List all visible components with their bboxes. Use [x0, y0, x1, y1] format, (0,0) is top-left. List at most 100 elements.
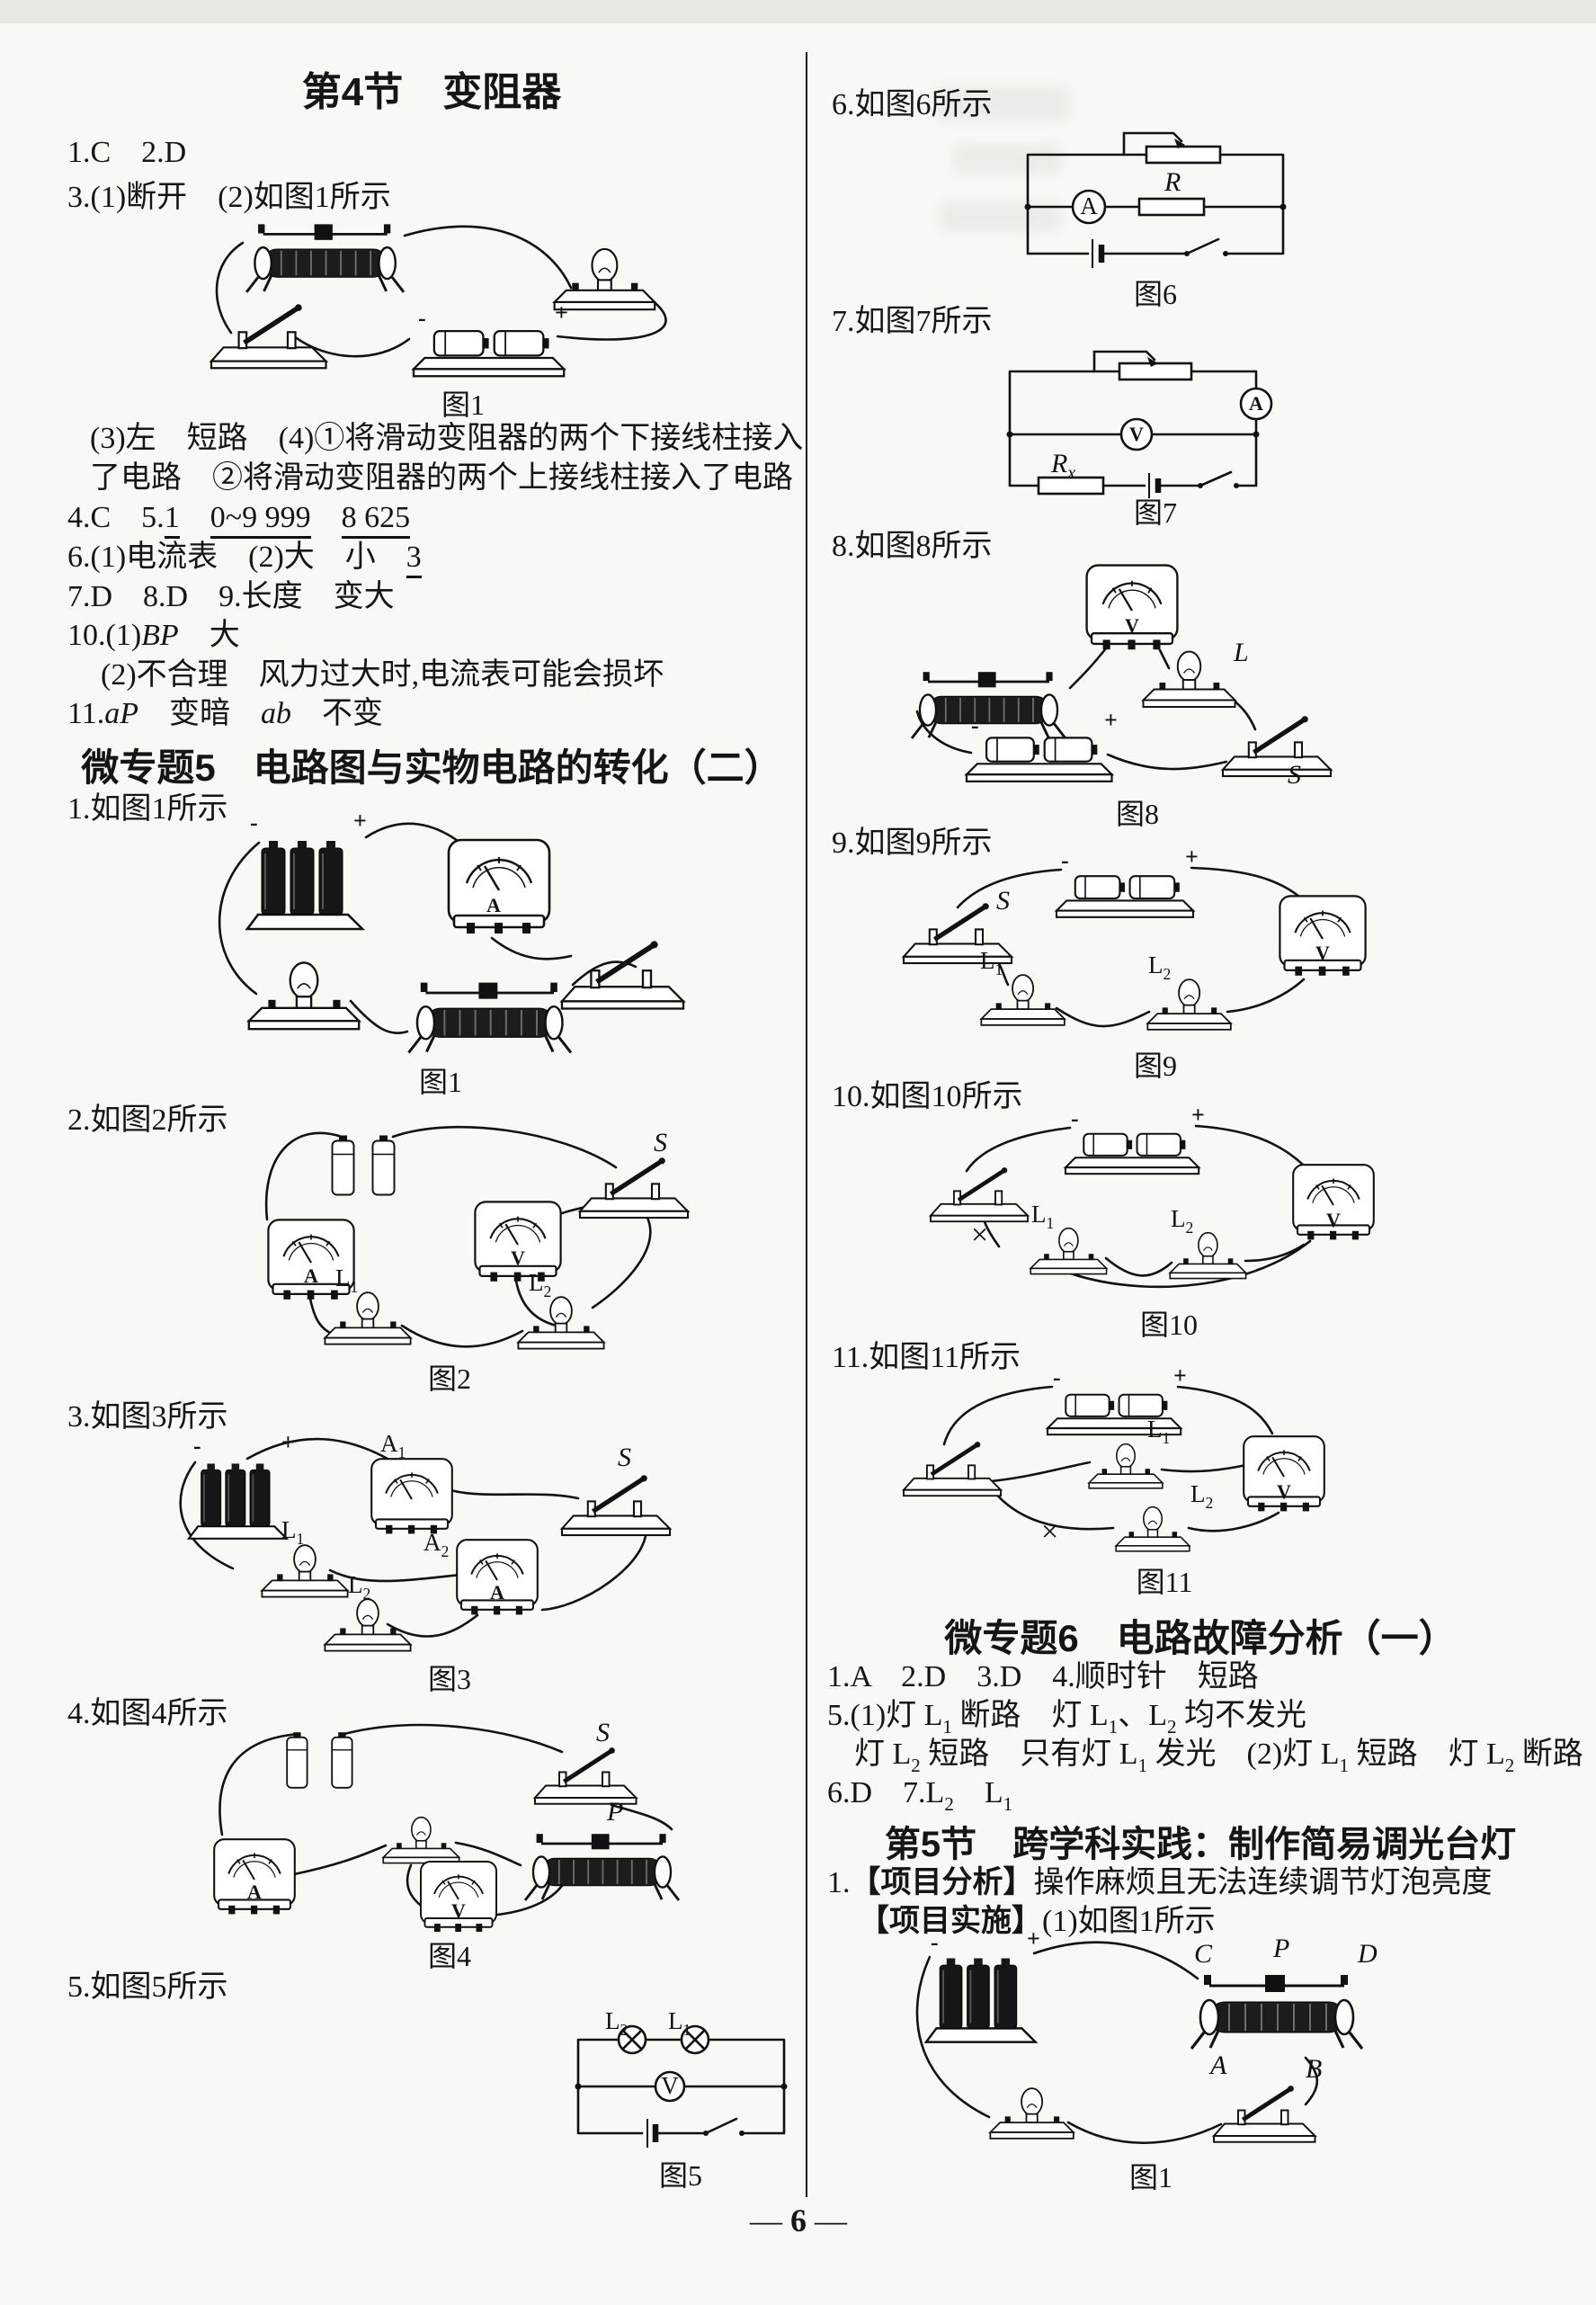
meter-label: A1: [380, 1430, 406, 1461]
lamp-icon: [1142, 650, 1236, 708]
slider-label: P: [606, 1797, 623, 1827]
lamp-icon: [1030, 1227, 1108, 1275]
figure-caption: 图10: [1139, 1309, 1199, 1341]
plus-label: +: [281, 1429, 295, 1455]
switch-icon: [580, 1157, 688, 1218]
meter-label: A2: [424, 1529, 449, 1560]
slider-label: P: [1272, 1934, 1289, 1963]
lamp-icon: [1146, 978, 1232, 1031]
plus-label: +: [353, 808, 367, 834]
lamp-icon: [989, 2087, 1074, 2140]
figure-m5-4: S P A V: [213, 1718, 681, 1933]
lamp-icon: [261, 1544, 349, 1598]
figure-caption: 图1: [418, 1066, 463, 1098]
switch-icon: [562, 941, 683, 1008]
figure-caption: 图1: [1128, 2161, 1173, 2193]
switch-label: S: [654, 1128, 667, 1157]
switch-icon: [1223, 716, 1331, 776]
lamp-label: L2: [605, 2007, 628, 2039]
switch-icon: [931, 1167, 1028, 1221]
lamp-icon: [553, 247, 656, 311]
minus-label: -: [193, 1433, 201, 1459]
figure-caption: 图3: [427, 1663, 472, 1695]
figure-caption: 图8: [1115, 798, 1160, 830]
rheostat-icon: [406, 981, 573, 1055]
battery-cell-icon: [371, 1134, 396, 1196]
lamp-label: L1: [1147, 1416, 1170, 1447]
lamp-label: L2: [529, 1269, 551, 1300]
battery-icon: [965, 737, 1113, 782]
switch-icon: [904, 903, 1012, 963]
answer-line: 4.C 5.1 0~9 999 8 625: [67, 500, 411, 539]
rheostat-icon: [1190, 1973, 1364, 2050]
answer-line: 1.A 2.D 3.D 4.顺时针 短路: [827, 1660, 1259, 1693]
lamp-label: L1: [980, 947, 1003, 978]
lamp-label: L1: [1031, 1201, 1054, 1232]
answer-line: 1.C 2.D: [67, 136, 187, 169]
scan-edge-band: [0, 0, 1596, 23]
rheostat-icon: [523, 1832, 681, 1902]
minus-label: -: [971, 712, 979, 738]
answer-line: 了电路 ②将滑动变阻器的两个上接线柱接入了电路: [90, 461, 793, 495]
terminal-label: A: [1208, 2050, 1227, 2080]
item-line: 1.如图1所示: [67, 792, 228, 826]
minus-label: -: [1061, 847, 1069, 873]
figure-sec4-1: - +: [193, 222, 667, 378]
minus-label: -: [250, 809, 258, 835]
lamp-label: L: [1233, 638, 1249, 667]
item-line: 4.如图4所示: [67, 1697, 228, 1730]
item-line: 2.如图2所示: [67, 1103, 228, 1137]
meter-letter: V: [1326, 1209, 1341, 1231]
resistor-label: R: [1164, 167, 1181, 197]
meter-letter: V: [1125, 614, 1139, 637]
figure-caption: 图11: [1136, 1566, 1193, 1598]
figure-8: V L - + S: [910, 564, 1367, 790]
minus-label: -: [418, 305, 426, 331]
switch-icon: [535, 1747, 637, 1804]
rheostat-icon: [245, 222, 406, 294]
meter-letter: V: [1315, 942, 1330, 964]
lamp-icon: [517, 1296, 605, 1350]
answer-line: 3.(1)断开 (2)如图1所示: [67, 181, 391, 214]
plus-label: +: [1191, 1102, 1205, 1128]
micro6-title: 微专题6 电路故障分析（一）: [944, 1617, 1457, 1659]
item-line: 6.如图6所示: [832, 88, 993, 121]
figure-6: A R: [1024, 131, 1287, 268]
lamp-label: L1: [335, 1264, 358, 1296]
lamp-icon: [247, 961, 361, 1031]
battery-pack-icon: [924, 1957, 1037, 2043]
terminal-label: C: [1194, 1939, 1213, 1969]
battery-cell-icon: [331, 1134, 355, 1196]
section5-title: 第5节 跨学科实践：制作简易调光台灯: [884, 1825, 1517, 1864]
figure-caption: 图6: [1133, 278, 1178, 310]
figure-m5-2: S A V L1 L2: [264, 1125, 742, 1350]
meter-letter: A: [304, 1264, 318, 1287]
battery-icon: [1064, 1132, 1200, 1175]
lamp-label: L2: [1190, 1480, 1213, 1512]
item-line: 11.如图11所示: [832, 1341, 1021, 1374]
battery-pack-icon: [245, 839, 364, 931]
answer-line: 灯 L2 短路 只有灯 L1 发光 (2)灯 L1 短路 灯 L2 断路: [854, 1738, 1583, 1776]
plus-label: +: [1185, 844, 1199, 870]
lamp-label: L2: [1171, 1205, 1193, 1237]
meter-letter: A: [490, 1581, 504, 1604]
lamp-label: L2: [348, 1571, 370, 1603]
switch-icon: [904, 1442, 1001, 1496]
figure-10: - + × V L1 L2: [895, 1102, 1375, 1289]
page-number: — 6 —: [750, 2202, 847, 2238]
terminal-label: B: [1306, 2054, 1322, 2084]
lamp-icon: [1115, 1505, 1190, 1552]
plus-label: +: [1027, 1925, 1040, 1952]
answer-line: 【项目实施】(1)如图1所示: [859, 1905, 1216, 1938]
battery-cell-icon: [286, 1731, 308, 1789]
item-line: 9.如图9所示: [832, 826, 993, 860]
lamp-label: L1: [668, 2007, 691, 2039]
switch-label: S: [996, 886, 1010, 916]
lamp-icon: [324, 1598, 412, 1652]
lamp-label: L2: [1148, 951, 1171, 983]
plus-label: +: [1173, 1362, 1187, 1389]
meter-letter: A: [247, 1881, 262, 1903]
figure-caption: 图2: [427, 1362, 472, 1395]
ammeter-icon: [370, 1458, 453, 1535]
battery-icon: [412, 329, 566, 378]
